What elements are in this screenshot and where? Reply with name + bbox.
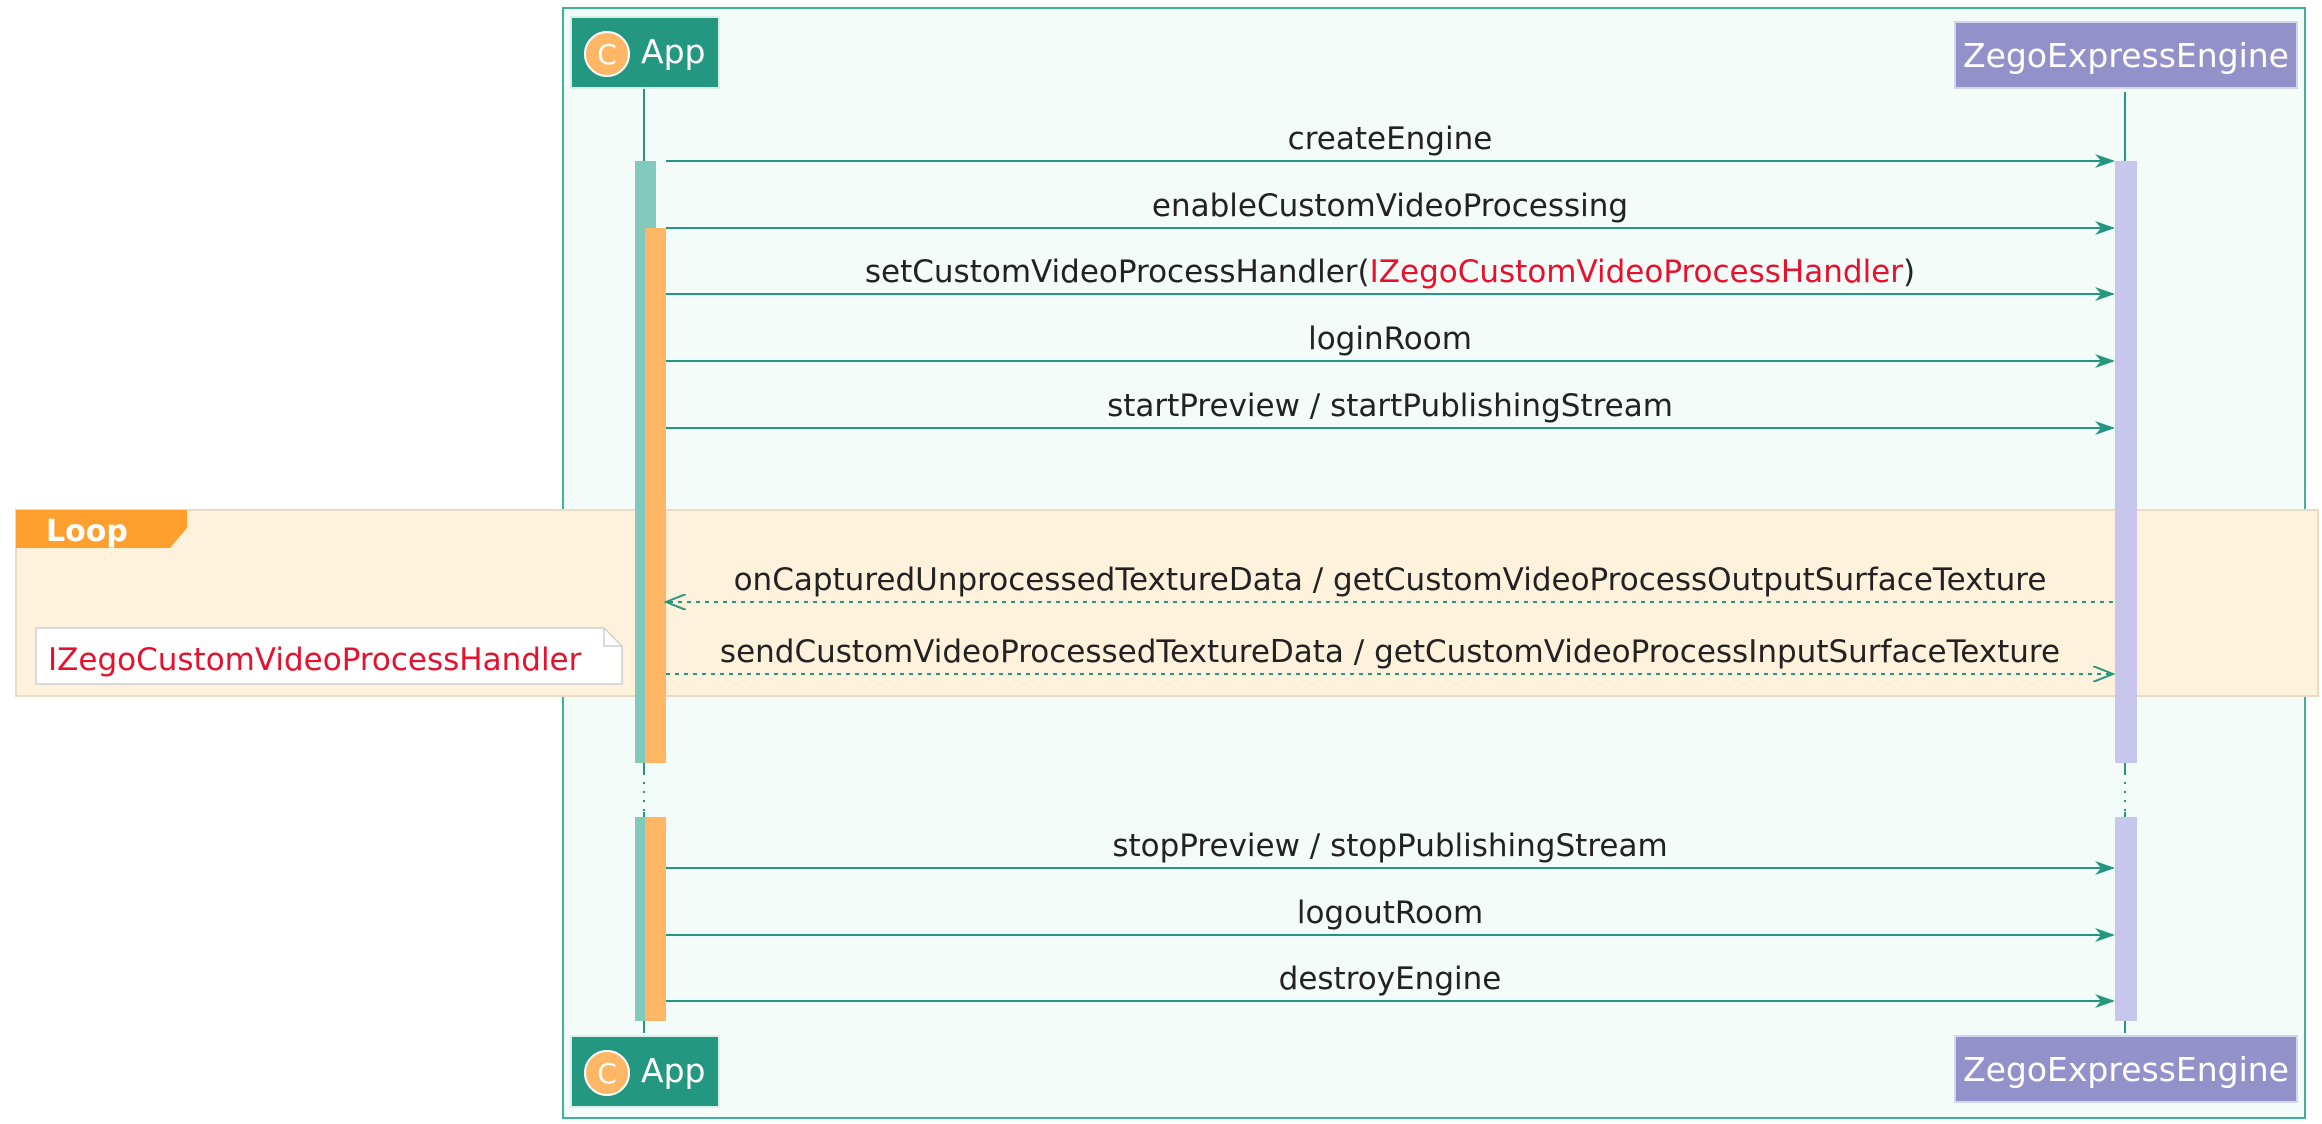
message: stopPreview / stopPublishingStream (666, 828, 2115, 875)
message: loginRoom (666, 321, 2115, 368)
message-label-part: IZegoCustomVideoProcessHandler (1370, 254, 1904, 290)
message-label-part: startPreview / startPublishingStream (1107, 388, 1673, 424)
note-box (35, 627, 623, 685)
message-label: stopPreview / stopPublishingStream (1112, 828, 1667, 864)
message-label-part: stopPreview / stopPublishingStream (1112, 828, 1667, 864)
loop-label: Loop (46, 514, 128, 549)
class-c-icon (584, 1050, 630, 1096)
participant-label: ZegoExpressEngine (1963, 1050, 2289, 1089)
message-label: logoutRoom (1297, 895, 1483, 931)
message-label-part: onCapturedUnprocessedTextureData / getCu… (734, 562, 2047, 598)
message-label: setCustomVideoProcessHandler(IZegoCustom… (865, 254, 1915, 290)
class-icon-letter: C (597, 1057, 617, 1090)
message: startPreview / startPublishingStream (666, 388, 2115, 435)
participant-box (1954, 1035, 2298, 1103)
message: logoutRoom (666, 895, 2115, 942)
message-label-part: logoutRoom (1297, 895, 1483, 931)
message-label-part: loginRoom (1308, 321, 1472, 357)
message: onCapturedUnprocessedTextureData / getCu… (666, 562, 2113, 602)
participant-label: App (641, 32, 705, 71)
class-c-icon (584, 31, 630, 77)
class-icon-letter: C (597, 38, 617, 71)
message: createEngine (666, 121, 2115, 168)
message-label: onCapturedUnprocessedTextureData / getCu… (734, 562, 2047, 598)
participant-label: ZegoExpressEngine (1963, 36, 2289, 75)
participant-box (570, 16, 720, 89)
participant-box (1954, 21, 2298, 89)
engine-activation (2115, 817, 2137, 1021)
message: sendCustomVideoProcessedTextureData / ge… (666, 634, 2113, 674)
participant-engine-bottom: ZegoExpressEngine (1954, 1035, 2298, 1103)
participant-label: App (641, 1051, 705, 1090)
message: setCustomVideoProcessHandler(IZegoCustom… (666, 254, 2115, 301)
message-label: loginRoom (1308, 321, 1472, 357)
message-label-part: destroyEngine (1279, 961, 1502, 997)
message-label-part: setCustomVideoProcessHandler( (865, 254, 1370, 290)
app-nested-activation (645, 817, 666, 1021)
message-label: sendCustomVideoProcessedTextureData / ge… (720, 634, 2060, 670)
message-label-part: createEngine (1288, 121, 1493, 157)
loop-tag (16, 510, 187, 548)
messages: createEngine enableCustomVideoProcessing s… (666, 121, 2115, 1008)
message-label-part: enableCustomVideoProcessing (1152, 188, 1628, 224)
message-label: enableCustomVideoProcessing (1152, 188, 1628, 224)
message: enableCustomVideoProcessing (666, 188, 2115, 235)
message-label: createEngine (1288, 121, 1493, 157)
message-label: startPreview / startPublishingStream (1107, 388, 1673, 424)
message-label: destroyEngine (1279, 961, 1502, 997)
note-text: IZegoCustomVideoProcessHandler (48, 642, 582, 678)
engine-activation (2115, 161, 2137, 763)
loop-note: IZegoCustomVideoProcessHandler (35, 627, 623, 685)
activations (635, 161, 2137, 1021)
participant-app-bottom: C App (570, 1035, 720, 1108)
note-corner (603, 628, 622, 647)
message: destroyEngine (666, 961, 2115, 1008)
app-nested-activation (645, 228, 666, 763)
message-label-part: sendCustomVideoProcessedTextureData / ge… (720, 634, 2060, 670)
participant-engine-top: ZegoExpressEngine (1954, 21, 2298, 89)
message-label-part: ) (1903, 254, 1915, 290)
participant-app-top: C App (570, 16, 720, 89)
